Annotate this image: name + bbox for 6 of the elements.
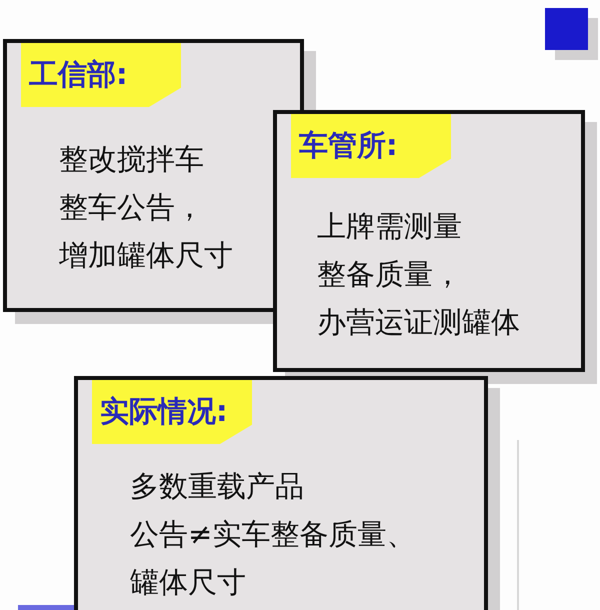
heading: 车管所: xyxy=(299,127,398,164)
heading: 实际情况: xyxy=(100,393,228,430)
body-text: 多数重载产品公告≠实车整备质量、罐体尺寸 xyxy=(130,468,416,601)
heading: 工信部: xyxy=(29,56,128,93)
body-text: 上牌需测量整备质量，办营运证测罐体 xyxy=(317,208,520,341)
body-text: 整改搅拌车整车公告，增加罐体尺寸 xyxy=(59,141,233,274)
